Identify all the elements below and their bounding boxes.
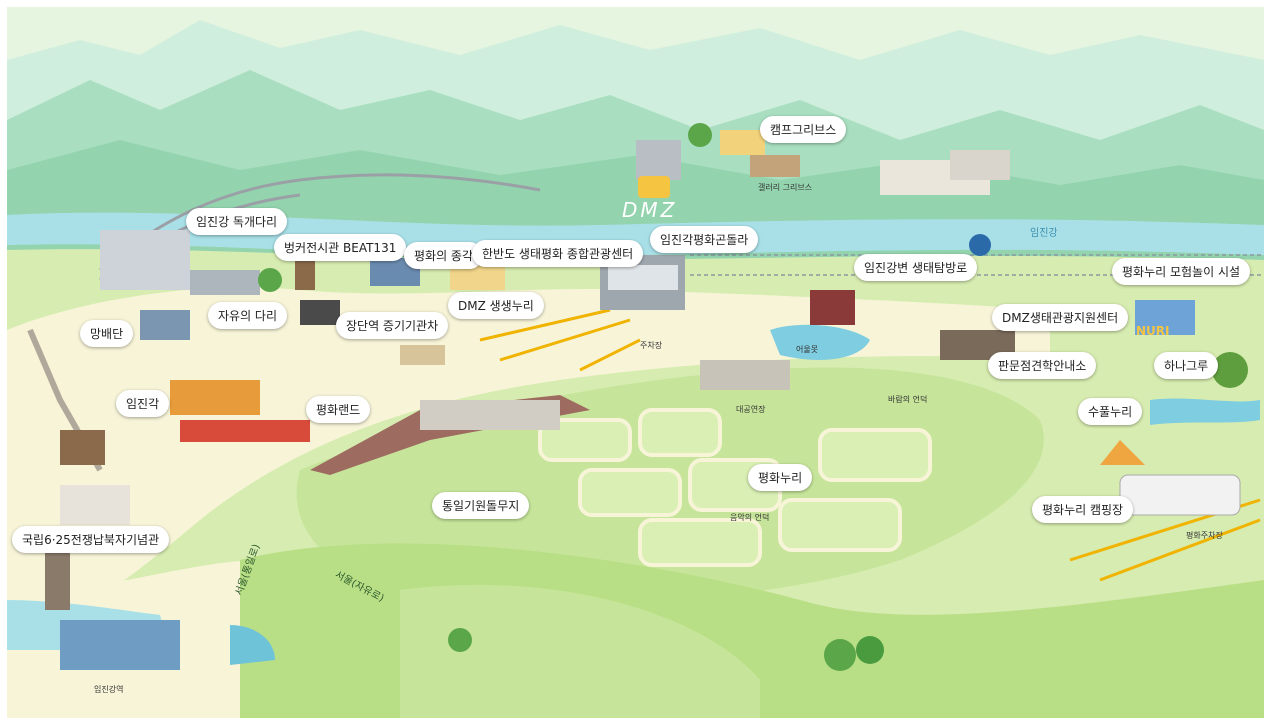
- label-freedom-bridge[interactable]: 자유의 다리: [208, 302, 288, 329]
- label-imjingang-bridge[interactable]: 임진강 독개다리: [186, 208, 288, 235]
- nuri-sign: NURI: [1136, 324, 1170, 338]
- label-camp-greaves[interactable]: 캠프그리브스: [760, 116, 847, 143]
- small-label-outdoor-stage: 대공연장: [736, 405, 766, 414]
- label-gondola[interactable]: 임진각평화곤돌라: [650, 226, 759, 253]
- label-war-memorial[interactable]: 국립6·25전쟁납북자기념관: [12, 526, 170, 553]
- small-label-hill-wind: 바람의 언덕: [888, 395, 928, 404]
- label-panmunjom-info[interactable]: 판문점견학안내소: [988, 352, 1097, 379]
- label-supul-nuri[interactable]: 수풀누리: [1078, 398, 1143, 425]
- small-label-pond: 어울못: [796, 345, 819, 354]
- label-peace-bell[interactable]: 평화의 종각: [404, 242, 484, 269]
- label-peace-tour-center[interactable]: 한반도 생태평화 종합관광센터: [472, 240, 644, 267]
- small-label-peace-parking: 평화주차장: [1186, 531, 1223, 540]
- label-dmz-saengsaeng[interactable]: DMZ 생생누리: [448, 292, 544, 319]
- label-ecology-trail[interactable]: 임진강변 생태탐방로: [854, 254, 978, 281]
- label-pyeonghwa-nuri[interactable]: 평화누리: [748, 464, 813, 491]
- label-adventure-facility[interactable]: 평화누리 모험놀이 시설: [1112, 258, 1251, 285]
- dmz-sign: DMZ: [622, 198, 678, 222]
- small-label-music-hill: 음악의 언덕: [730, 513, 770, 522]
- small-label-imjingang-station: 임진강역: [94, 685, 124, 694]
- label-unification-stone[interactable]: 통일기원돌무지: [432, 492, 530, 519]
- label-mangbaedan[interactable]: 망배단: [80, 320, 134, 347]
- river-name: 임진강: [1030, 228, 1058, 239]
- label-steam-locomotive[interactable]: 장단역 증기기관차: [336, 312, 449, 339]
- label-bunker-beat131[interactable]: 벙커전시관 BEAT131: [274, 234, 407, 261]
- small-label-gallery-greaves: 갤러리 그리브스: [758, 183, 813, 192]
- label-dmz-eco-center[interactable]: DMZ생태관광지원센터: [992, 304, 1129, 331]
- label-peace-land[interactable]: 평화랜드: [306, 396, 371, 423]
- label-camping[interactable]: 평화누리 캠핑장: [1032, 496, 1134, 523]
- label-imjingak[interactable]: 임진각: [116, 390, 170, 417]
- small-label-parking: 주차장: [640, 341, 663, 350]
- label-hanagru[interactable]: 하나그루: [1154, 352, 1219, 379]
